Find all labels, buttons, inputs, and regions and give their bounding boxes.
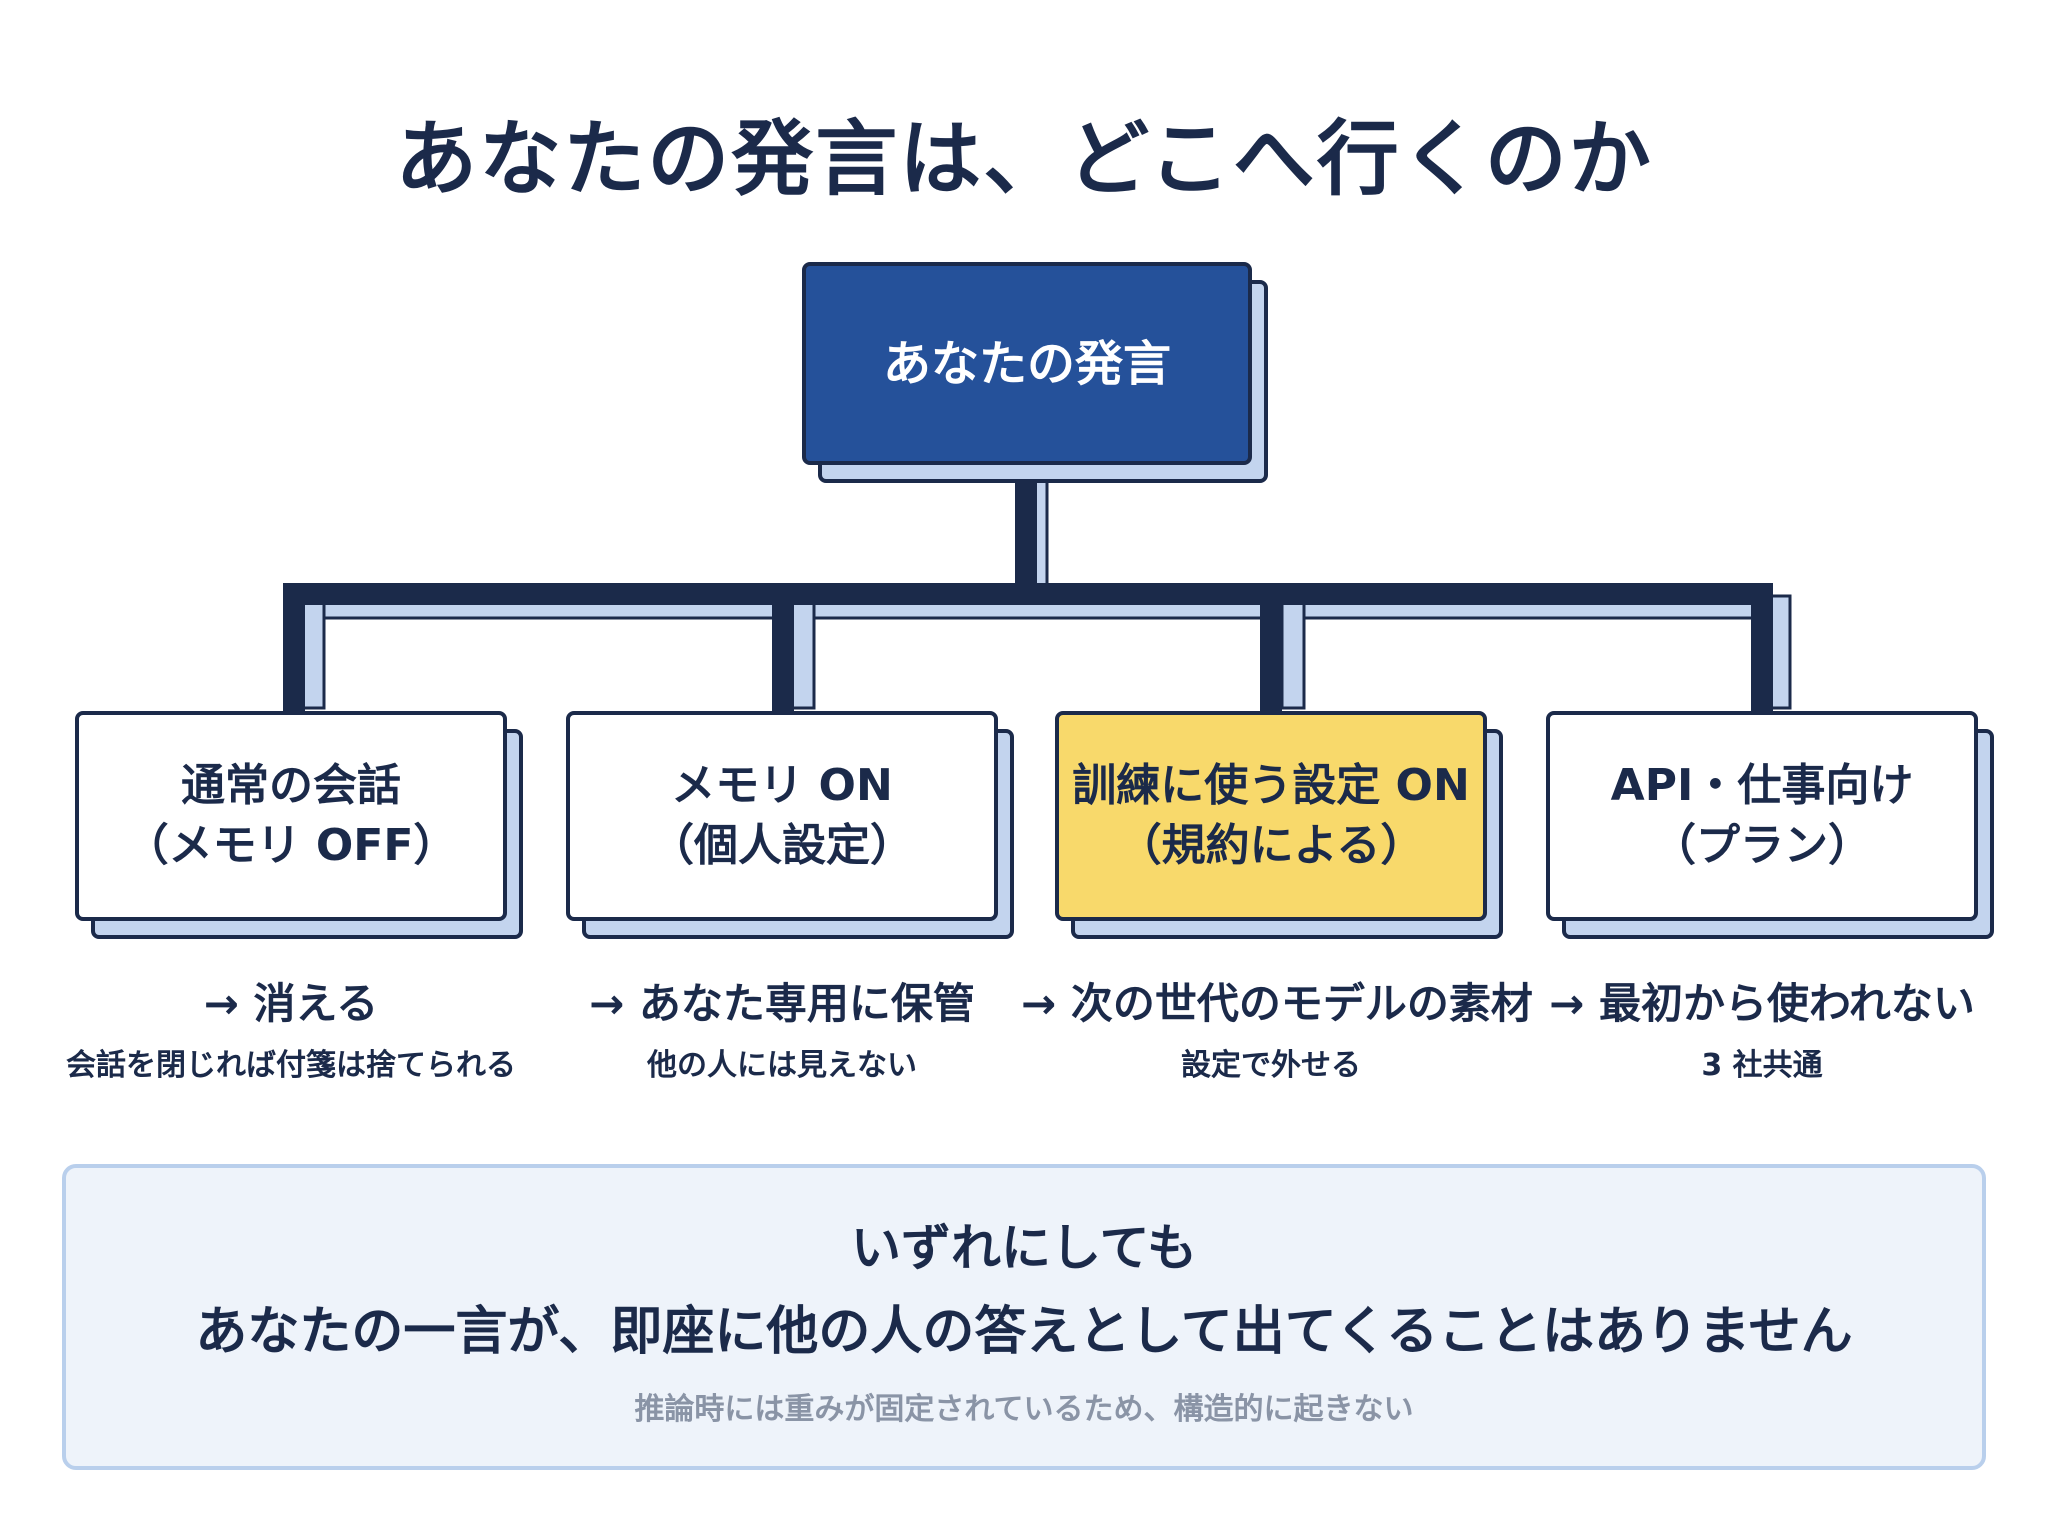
root-node: あなたの発言 (802, 262, 1252, 465)
connector-main (283, 460, 1773, 713)
outcome-detail: 設定で外せる (1181, 1048, 1361, 1083)
root-node-label: あなたの発言 (882, 335, 1171, 392)
outcome-memory-on: → あなた専用に保管 他の人には見えない (532, 976, 1032, 1088)
branch-node-api-business: API・仕事向け （プラン） (1546, 711, 1978, 921)
summary-statement: あなたの一言が、即座に他の人の答えとして出てくることはありません (195, 1302, 1853, 1362)
outcome-api-business: → 最初から使われない 3 社共通 (1512, 976, 2012, 1088)
outcome-detail: 会話を閉じれば付箋は捨てられる (66, 1048, 516, 1083)
summary-note: 推論時には重みが固定されているため、構造的に起きない (634, 1392, 1414, 1427)
branch-node-memory-on: メモリ ON （個人設定） (566, 711, 998, 921)
branch-node-subtitle: （プラン） (1652, 820, 1872, 871)
outcome-result: → 最初から使われない (1549, 979, 1975, 1028)
branch-node-subtitle: （規約による） (1117, 820, 1425, 871)
branch-node-title: 訓練に使う設定 ON (1072, 760, 1470, 811)
outcome-result: → 消える (203, 979, 379, 1028)
summary-panel: いずれにしても あなたの一言が、即座に他の人の答えとして出てくることはありません… (62, 1164, 1986, 1470)
outcome-result: → 次の世代のモデルの素材 (1021, 979, 1533, 1028)
branch-node-title: API・仕事向け (1610, 760, 1914, 811)
branch-node-title: 通常の会話 (181, 760, 401, 811)
outcome-detail: 他の人には見えない (647, 1048, 917, 1083)
outcome-result: → あなた専用に保管 (589, 979, 975, 1028)
branch-node-subtitle: （個人設定） (650, 820, 914, 871)
branch-node-title: メモリ ON (671, 760, 893, 811)
outcome-normal-chat: → 消える 会話を閉じれば付箋は捨てられる (41, 976, 541, 1088)
branch-node-training-on: 訓練に使う設定 ON （規約による） (1055, 711, 1487, 921)
summary-lead: いずれにしても (851, 1219, 1197, 1277)
branch-node-normal-chat: 通常の会話 （メモリ OFF） (75, 711, 507, 921)
branch-node-subtitle: （メモリ OFF） (124, 820, 458, 871)
page-title: あなたの発言は、どこへ行くのか (395, 112, 1653, 207)
outcome-training-on: → 次の世代のモデルの素材 設定で外せる (1021, 976, 1533, 1088)
outcome-detail: 3 社共通 (1701, 1048, 1823, 1083)
